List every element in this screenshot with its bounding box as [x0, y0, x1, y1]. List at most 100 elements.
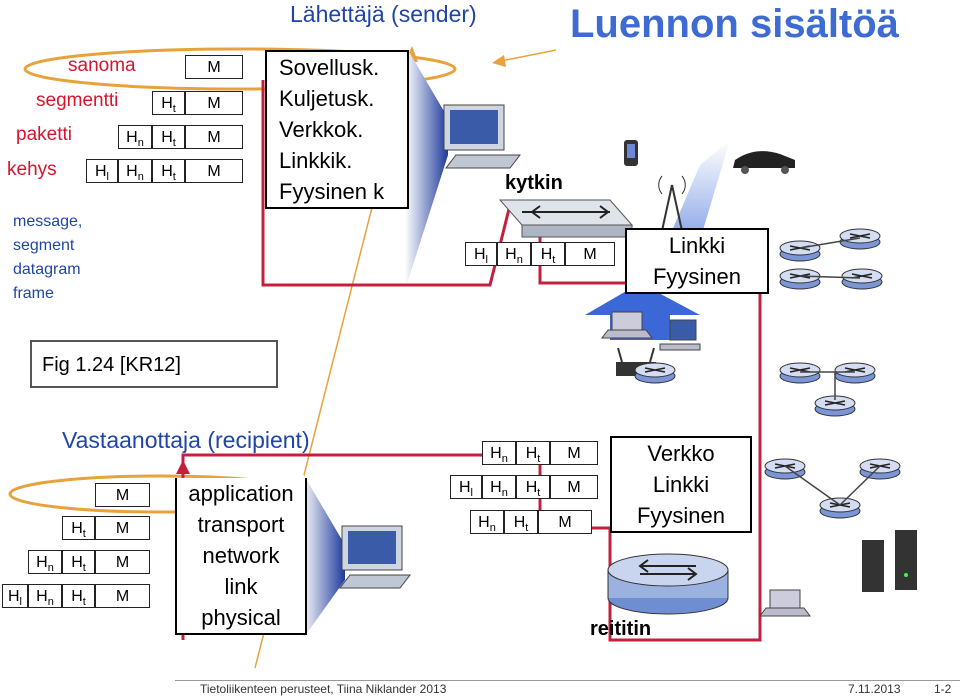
footer-divider — [175, 680, 960, 681]
layer-transport: transport — [197, 512, 285, 537]
sender-projection-shade — [405, 45, 448, 290]
router-icon — [839, 228, 881, 250]
layer-network: Verkko — [647, 441, 715, 466]
message-cell: M — [185, 91, 243, 115]
network-header: Hn — [118, 159, 152, 183]
desktop-icon — [659, 319, 701, 351]
network-header: Hn — [482, 475, 516, 499]
router-icon — [779, 362, 821, 384]
switch-protocol-stack: Linkki Fyysinen — [625, 228, 769, 294]
message-cell: M — [95, 483, 150, 507]
layer-physical: Fyysinen — [636, 503, 726, 528]
page-title: Luennon sisältöä — [570, 2, 899, 46]
term-message-en: message, — [13, 213, 83, 230]
transport-header: Ht — [516, 441, 550, 465]
figure-reference: Fig 1.24 [KR12] — [30, 340, 278, 388]
network-header: Hn — [118, 125, 152, 149]
network-links — [784, 237, 881, 506]
layer-physical: physical — [201, 605, 281, 630]
transport-header: Ht — [152, 159, 185, 183]
term-segment-en: segment — [13, 237, 75, 254]
layer-physical: Fyysinen — [652, 264, 742, 289]
recipient-protocol-stack: application transport network link physi… — [175, 478, 307, 635]
network-header: Hn — [497, 242, 531, 266]
switch-label: kytkin — [505, 172, 563, 194]
layer-link: Linkki — [668, 233, 726, 258]
transport-header: Ht — [62, 516, 95, 540]
term-frame-fi: kehys — [7, 159, 57, 180]
link-header: Hl — [86, 159, 118, 183]
layer-physical: Fyysinen k — [279, 179, 385, 204]
transport-header: Ht — [152, 91, 185, 115]
recipient-projection-shade — [302, 472, 345, 640]
recipient-computer-icon — [338, 525, 412, 589]
router-icon — [634, 362, 676, 384]
link-header: Hl — [2, 584, 28, 608]
laptop-icon — [759, 589, 811, 617]
network-header: Hn — [28, 550, 62, 574]
layer-link: Linkkik. — [279, 148, 353, 173]
term-datagram-en: datagram — [13, 261, 81, 278]
router-icon — [779, 240, 821, 262]
router-label: reititin — [590, 618, 652, 640]
term-segment-fi: segmentti — [36, 90, 119, 111]
message-cell: M — [95, 516, 150, 540]
transport-header: Ht — [504, 510, 538, 534]
packet-flow-line — [181, 80, 762, 642]
message-cell: M — [95, 550, 150, 574]
layer-network: Verkkok. — [279, 117, 364, 142]
large-router-icon — [607, 553, 729, 615]
arrow-to-title — [495, 49, 557, 63]
message-cell: M — [550, 441, 598, 465]
server-icon — [862, 530, 917, 592]
router-icon — [779, 268, 821, 290]
recipient-label: Vastaanottaja (recipient) — [62, 427, 310, 453]
switch-icon — [498, 199, 634, 238]
layer-link: Linkki — [652, 472, 710, 497]
router-protocol-stack: Verkko Linkki Fyysinen — [610, 436, 752, 533]
transport-header: Ht — [62, 584, 95, 608]
footer-page: 1-2 — [934, 682, 952, 696]
link-header: Hl — [465, 242, 497, 266]
layer-link: link — [224, 574, 258, 599]
message-cell: M — [550, 475, 598, 499]
transport-header: Ht — [152, 125, 185, 149]
sender-highlight-oval — [23, 47, 457, 91]
router-icon — [819, 497, 861, 519]
message-cell: M — [565, 242, 615, 266]
message-cell: M — [185, 55, 243, 79]
arrowhead — [492, 55, 506, 67]
phone-icon — [624, 140, 638, 166]
router-icon — [841, 268, 883, 290]
layer-network: network — [202, 543, 280, 568]
term-packet-fi: paketti — [16, 124, 72, 145]
sender-protocol-stack: Sovellusk. Kuljetusk. Verkkok. Linkkik. … — [265, 50, 409, 209]
term-message-fi: sanoma — [68, 55, 136, 76]
footer-course: Tietoliikenteen perusteet, Tiina Nikland… — [200, 682, 447, 696]
router-icon — [814, 395, 856, 417]
car-icon — [733, 151, 795, 174]
layer-application: Sovellusk. — [279, 55, 380, 80]
transport-header: Ht — [516, 475, 550, 499]
message-cell: M — [95, 584, 150, 608]
layer-application: application — [188, 481, 294, 506]
router-icon — [859, 458, 901, 480]
network-header: Hn — [482, 441, 516, 465]
router-icon — [834, 362, 876, 384]
flow-arrowhead — [176, 460, 190, 474]
network-header: Hn — [470, 510, 504, 534]
sender-label: Lähettäjä (sender) — [290, 1, 477, 27]
footer-date: 7.11.2013 — [848, 682, 901, 696]
sender-computer-icon — [443, 104, 522, 169]
link-header: Hl — [450, 475, 482, 499]
message-cell: M — [185, 159, 243, 183]
transport-header: Ht — [62, 550, 95, 574]
layer-transport: Kuljetusk. — [279, 86, 375, 111]
switch-projection-shade — [668, 140, 730, 240]
english-terms: message, segment datagram frame — [13, 210, 82, 306]
term-frame-en: frame — [13, 285, 54, 302]
laptop-icon — [601, 311, 653, 339]
message-cell: M — [185, 125, 243, 149]
message-cell: M — [538, 510, 592, 534]
